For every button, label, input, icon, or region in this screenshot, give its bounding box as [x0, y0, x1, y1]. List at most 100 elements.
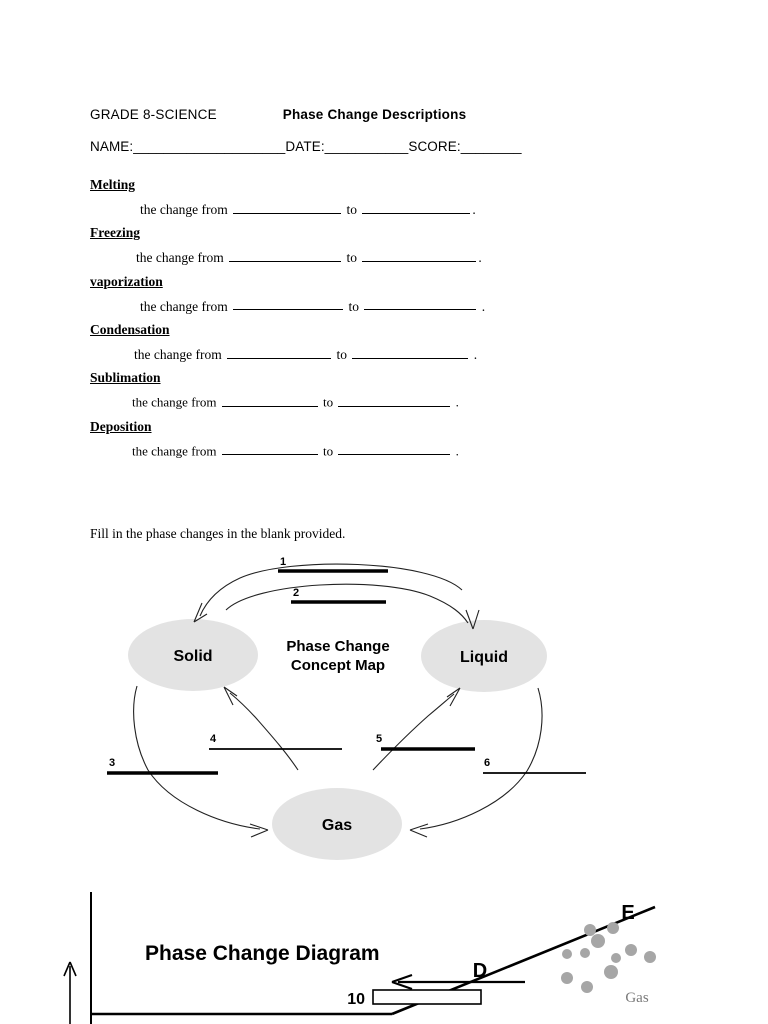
term-title-freezing: Freezing	[90, 225, 140, 241]
gas-particle	[581, 981, 593, 993]
term-block-vaporization: vaporization the change from to .	[90, 273, 690, 314]
arrowhead-liquid-in	[465, 609, 480, 630]
definition-prefix: the change from	[134, 346, 222, 362]
arrow-solid-to-liquid	[225, 583, 469, 624]
arrow-liquid-to-gas	[419, 687, 543, 830]
answer-blank-from[interactable]	[227, 345, 332, 359]
gas-particle	[607, 922, 619, 934]
blank-number-5: 5	[376, 733, 382, 745]
definition-to: to	[322, 442, 334, 458]
term-title-condensation: Condensation	[90, 321, 170, 337]
arrowhead-gas-in-left	[249, 823, 269, 838]
gas-particle	[562, 949, 572, 959]
term-block-deposition: Deposition the change from to .	[90, 418, 690, 459]
phase-change-diagram: Phase Change Diagram 10 D E Ga	[40, 890, 768, 1024]
node-oval-liquid[interactable]	[421, 620, 547, 692]
student-fields-line: NAME:____________________DATE:__________…	[90, 139, 522, 154]
gas-particle	[584, 924, 596, 936]
term-title-deposition: Deposition	[90, 418, 152, 434]
gas-particle	[625, 944, 637, 956]
term-block-sublimation: Sublimation the change from to .	[90, 369, 690, 410]
node-label-solid: Solid	[173, 648, 212, 665]
gas-particle	[611, 953, 621, 963]
label-e: E	[621, 902, 634, 924]
definition-to: to	[336, 346, 347, 362]
answer-blank-from[interactable]	[221, 442, 318, 455]
term-definition-sublimation: the change from to .	[132, 393, 690, 410]
node-oval-gas[interactable]	[272, 788, 402, 860]
definition-end: .	[478, 250, 482, 266]
term-definition-melting: the change from to .	[140, 200, 690, 217]
phase-change-concept-map: Solid Liquid Gas Phase Change Concept Ma…	[90, 548, 610, 878]
definition-prefix: the change from	[132, 394, 217, 410]
definition-to: to	[348, 298, 359, 314]
answer-blank-to[interactable]	[338, 393, 451, 407]
page-title: Phase Change Descriptions	[282, 107, 467, 122]
answer-box-10[interactable]	[372, 989, 482, 1005]
arrow-gas-to-solid	[229, 692, 299, 771]
definition-to: to	[322, 394, 334, 410]
gas-particle	[644, 951, 656, 963]
term-definition-freezing: the change from to .	[136, 248, 690, 265]
arrowhead-solid-in-bottom	[223, 686, 238, 706]
term-title-melting: Melting	[90, 177, 135, 192]
arrowhead-liquid-in-bottom	[446, 687, 461, 707]
answer-blank-from[interactable]	[233, 200, 342, 214]
node-oval-solid[interactable]	[128, 619, 258, 691]
temperature-arrow-head	[63, 961, 77, 977]
gas-particle	[561, 972, 573, 984]
definition-to: to	[346, 201, 357, 217]
blank-number-10: 10	[347, 991, 365, 1008]
blank-number-3: 3	[109, 757, 115, 769]
definition-prefix: the change from	[140, 298, 228, 314]
term-block-freezing: Freezing the change from to .	[90, 224, 690, 265]
worksheet-header: GRADE 8-SCIENCE Phase Change Description…	[90, 107, 690, 122]
label-d: D	[473, 960, 487, 982]
blank-number-2: 2	[293, 587, 299, 599]
course-label: GRADE 8-SCIENCE	[90, 107, 217, 122]
concept-map-title-line2: Concept Map	[291, 657, 385, 674]
blank-number-4: 4	[210, 733, 217, 745]
gas-particle	[580, 948, 590, 958]
blank-number-6: 6	[484, 757, 490, 769]
definition-prefix: the change from	[136, 250, 224, 266]
blank-number-1: 1	[280, 556, 286, 568]
definition-prefix: the change from	[140, 201, 228, 217]
answer-blank-to[interactable]	[352, 345, 469, 359]
gas-particles-group	[561, 922, 656, 993]
node-label-liquid: Liquid	[460, 649, 508, 666]
gas-particle	[591, 934, 605, 948]
definition-end: .	[455, 394, 459, 410]
answer-blank-from[interactable]	[229, 248, 342, 263]
term-block-melting: Melting the change from to .	[90, 176, 690, 217]
arrowhead-solid-in	[193, 602, 208, 623]
definition-end: .	[472, 201, 476, 217]
arrow-gas-to-liquid	[372, 693, 455, 771]
term-definition-deposition: the change from to .	[132, 442, 690, 459]
term-block-condensation: Condensation the change from to .	[90, 321, 690, 362]
definition-end: .	[455, 442, 459, 458]
node-label-gas: Gas	[322, 817, 352, 834]
arrowhead-gas-in-right	[409, 823, 429, 838]
arrow-liquid-to-solid	[199, 563, 463, 617]
term-title-sublimation: Sublimation	[90, 370, 161, 386]
answer-blank-to[interactable]	[362, 200, 471, 214]
concept-map-title-line1: Phase Change	[286, 638, 389, 655]
phase-change-definitions-list: Melting the change from to . Freezing th…	[90, 176, 690, 459]
gas-particle	[604, 965, 618, 979]
fill-in-instruction: Fill in the phase changes in the blank p…	[90, 526, 346, 541]
term-definition-vaporization: the change from to .	[140, 297, 690, 314]
definition-prefix: the change from	[132, 442, 217, 458]
term-definition-condensation: the change from to .	[134, 345, 690, 362]
answer-blank-to[interactable]	[362, 248, 477, 263]
definition-end: .	[481, 298, 486, 314]
answer-blank-to[interactable]	[364, 297, 477, 311]
answer-blank-from[interactable]	[221, 393, 318, 407]
definition-end: .	[473, 346, 478, 362]
arrow-solid-to-gas	[133, 685, 261, 830]
phase-diagram-title: Phase Change Diagram	[145, 942, 380, 965]
answer-blank-from[interactable]	[233, 297, 344, 311]
answer-blank-to[interactable]	[338, 442, 451, 455]
term-title-vaporization: vaporization	[90, 273, 163, 289]
arrow-d-head	[391, 973, 413, 991]
